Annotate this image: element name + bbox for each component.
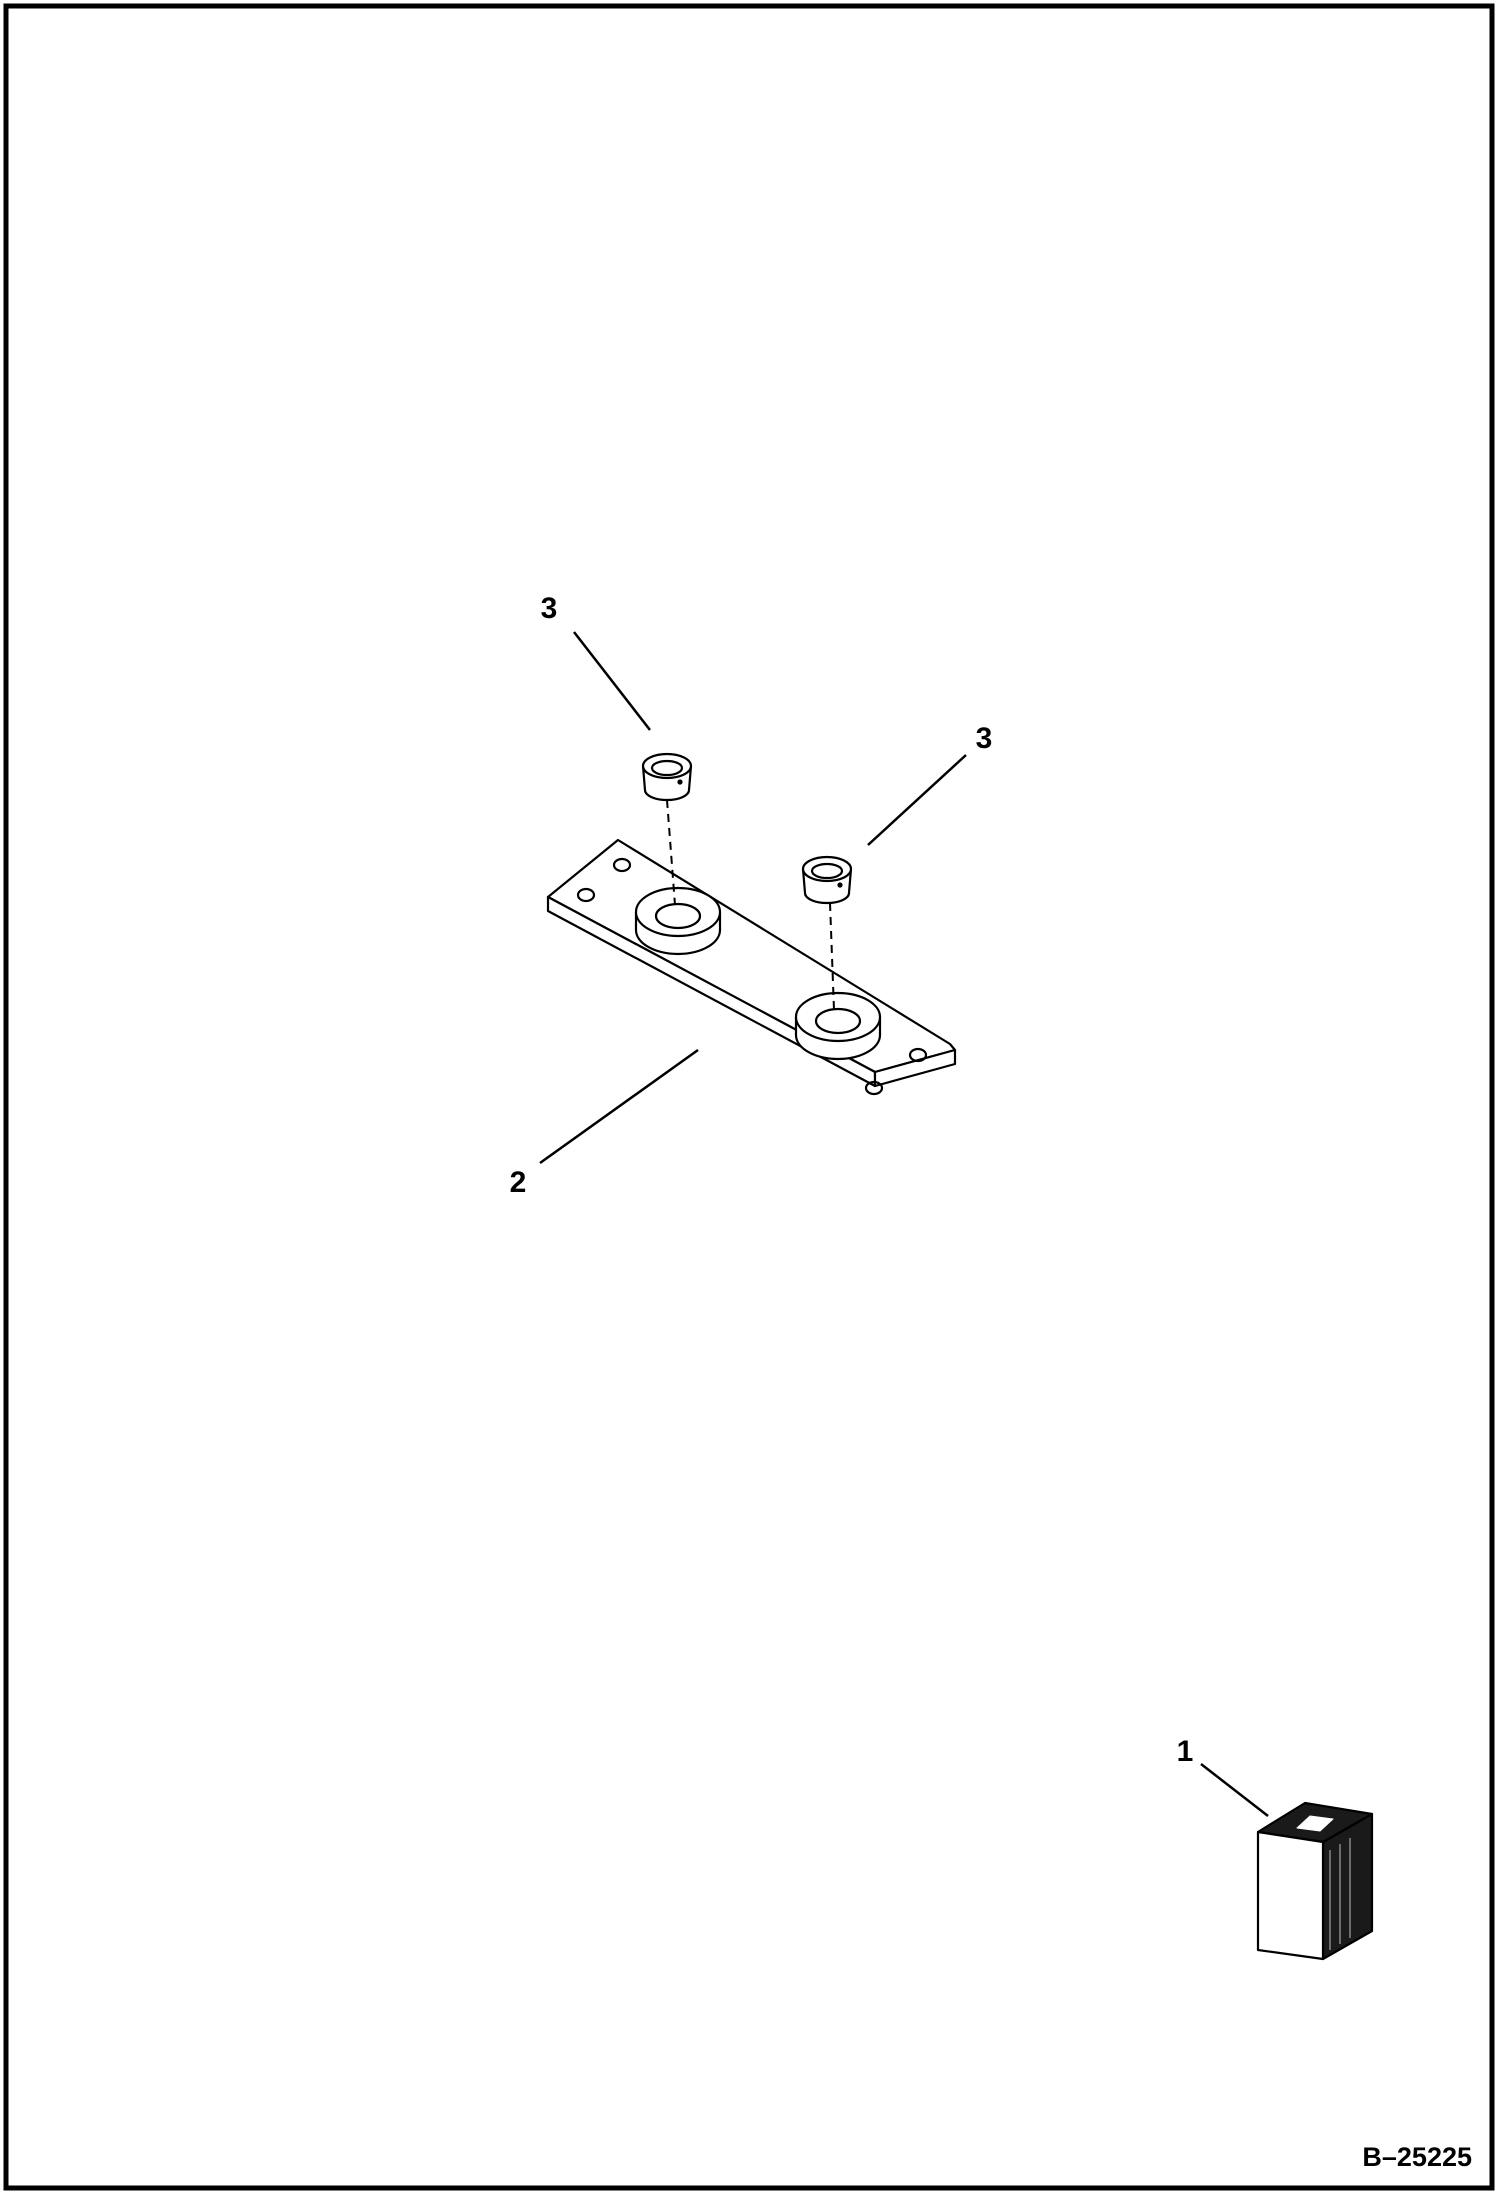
callout-1: 1 xyxy=(1177,1735,1194,1768)
plate-top-face xyxy=(546,838,957,1074)
leader-line-1 xyxy=(1200,1763,1269,1817)
bushing-part xyxy=(641,752,693,802)
plate-hole xyxy=(612,857,632,873)
page-border xyxy=(3,3,1495,2191)
decal-part xyxy=(1256,1801,1374,1961)
assembly-line xyxy=(666,799,676,906)
plate-hole xyxy=(908,1047,928,1063)
callout-3a: 3 xyxy=(541,592,558,625)
bushing-part xyxy=(801,855,853,905)
figure-id: B–25225 xyxy=(1362,2142,1472,2172)
callout-3b: 3 xyxy=(976,722,993,755)
leader-line-3a xyxy=(573,631,651,731)
leader-lines xyxy=(539,631,1269,1817)
callout-2: 2 xyxy=(510,1166,527,1199)
mounting-plate-part xyxy=(546,838,957,1096)
plate-hole xyxy=(864,1080,884,1096)
leader-line-2 xyxy=(539,1048,699,1165)
leader-line-3b xyxy=(867,754,967,846)
plate-hole xyxy=(576,887,596,903)
assembly-line xyxy=(829,902,835,1011)
plate-boss xyxy=(794,991,882,1061)
plate-boss xyxy=(634,886,722,956)
